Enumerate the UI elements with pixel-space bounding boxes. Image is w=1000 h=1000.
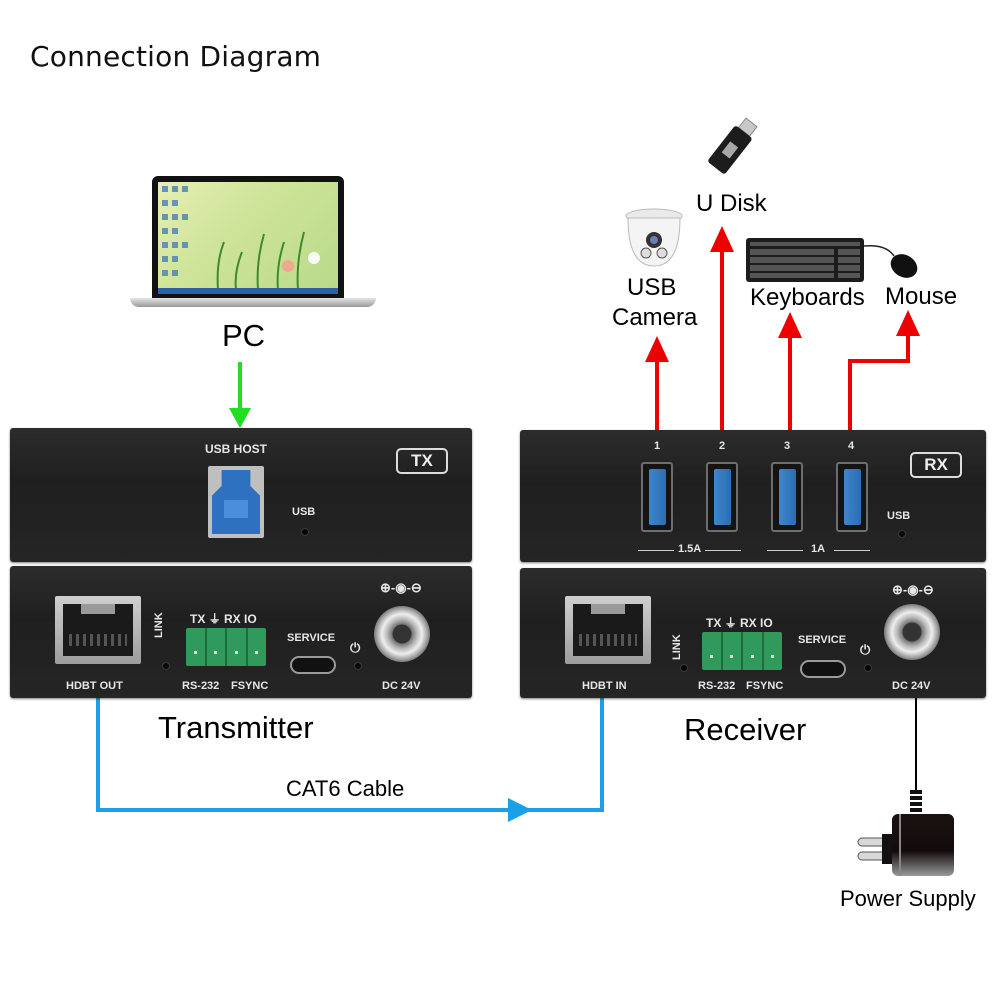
port-4-number: 4 xyxy=(848,440,855,452)
rx-link-label: LINK xyxy=(671,634,683,660)
tx-power-icon: ⏻ xyxy=(350,640,361,655)
tx-link-led xyxy=(162,662,170,670)
rx-top-panel: 1 2 3 4 1.5A 1A USB RX xyxy=(520,430,986,562)
rx-polarity-icon: ⊕-◉-⊖ xyxy=(892,582,934,597)
receiver-label: Receiver xyxy=(684,712,807,747)
port-1-number: 1 xyxy=(654,440,661,452)
hdbt-out-port[interactable] xyxy=(55,596,141,664)
hdbt-out-label: HDBT OUT xyxy=(66,680,123,692)
cable-label: CAT6 Cable xyxy=(286,776,405,801)
host-link-arrowhead xyxy=(229,408,251,428)
rx-dc-label: DC 24V xyxy=(892,680,931,692)
hdbt-in-port[interactable] xyxy=(565,596,651,664)
tx-usb-led xyxy=(301,528,309,536)
usb-host-label: USB HOST xyxy=(205,442,268,456)
udisk-label: U Disk xyxy=(696,190,767,217)
rx-rs232-label: RS-232 xyxy=(698,680,736,692)
tx-power-led xyxy=(354,662,362,670)
tx-dc-jack[interactable] xyxy=(374,606,430,662)
port-3-number: 3 xyxy=(784,440,791,452)
current-group-2-line-right xyxy=(834,550,870,551)
power-supply-icon xyxy=(857,790,954,876)
camera-icon xyxy=(625,208,683,267)
usb-a-port-3[interactable] xyxy=(771,462,803,532)
tx-top-panel: USB HOST USB TX xyxy=(10,428,472,562)
tx-badge: TX xyxy=(396,448,448,474)
rx-usb-led xyxy=(898,530,906,538)
port-2-number: 2 xyxy=(719,440,726,452)
rx-fsync-label: FSYNC xyxy=(746,680,784,692)
rx-power-led xyxy=(864,664,872,672)
rx-terminal-block[interactable] xyxy=(702,632,782,670)
rx-service-label: SERVICE xyxy=(798,634,847,646)
rx-usb-led-label: USB xyxy=(887,510,911,522)
rx-power-icon: ⏻ xyxy=(860,642,871,657)
usb-b-port[interactable] xyxy=(208,466,264,538)
tx-dc-label: DC 24V xyxy=(382,680,421,692)
camera-label-line1: USB xyxy=(627,274,677,301)
keyboard-icon xyxy=(746,238,918,282)
pc-label: PC xyxy=(222,318,266,353)
usb-link-4-arrowhead xyxy=(896,310,920,336)
rx-badge: RX xyxy=(910,452,962,478)
rx-dc-jack[interactable] xyxy=(884,604,940,660)
usb-a-port-4[interactable] xyxy=(836,462,868,532)
rx-terminal-top-label: TX ⏚ RX IO xyxy=(706,616,773,630)
tx-rs232-label: RS-232 xyxy=(182,680,220,692)
rx-rear-panel: HDBT IN LINK TX ⏚ RX IO RS-232 FSYNC SER… xyxy=(520,568,986,698)
cat6-cable-line xyxy=(96,698,604,812)
laptop-icon xyxy=(152,176,344,298)
rx-link-led xyxy=(680,664,688,672)
keyboard-label: Keyboards xyxy=(750,284,865,311)
current-group-2-label: 1A xyxy=(811,543,826,555)
current-group-1-line-right xyxy=(705,550,741,551)
wallpaper-icon xyxy=(158,186,338,294)
power-supply-label: Power Supply xyxy=(840,886,976,911)
mouse-label: Mouse xyxy=(885,283,958,310)
usb-link-1-arrowhead xyxy=(645,336,669,362)
usb-link-4 xyxy=(848,334,910,434)
tx-polarity-icon: ⊕-◉-⊖ xyxy=(380,580,422,595)
laptop-display xyxy=(158,182,338,294)
page-title: Connection Diagram xyxy=(30,40,322,73)
tx-terminal-block[interactable] xyxy=(186,628,266,666)
camera-label-line2: Camera xyxy=(612,304,698,331)
current-group-1-label: 1.5A xyxy=(678,543,702,555)
rx-service-usb-c-port[interactable] xyxy=(800,660,846,678)
hdbt-in-label: HDBT IN xyxy=(582,680,627,692)
current-group-2-line-left xyxy=(767,550,803,551)
tx-link-label: LINK xyxy=(153,612,165,638)
udisk-icon xyxy=(708,117,758,174)
tx-rear-panel: HDBT OUT LINK TX ⏚ RX IO RS-232 FSYNC SE… xyxy=(10,566,472,698)
tx-usb-led-label: USB xyxy=(292,506,316,518)
laptop-base xyxy=(130,298,376,307)
tx-fsync-label: FSYNC xyxy=(231,680,269,692)
tx-service-usb-c-port[interactable] xyxy=(290,656,336,674)
usb-a-port-2[interactable] xyxy=(706,462,738,532)
tx-service-label: SERVICE xyxy=(287,632,336,644)
current-group-1-line-left xyxy=(638,550,674,551)
usb-a-port-1[interactable] xyxy=(641,462,673,532)
cat6-arrowhead xyxy=(508,798,532,822)
transmitter-label: Transmitter xyxy=(158,710,314,745)
usb-link-3-arrowhead xyxy=(778,312,802,338)
usb-link-2-arrowhead xyxy=(710,226,734,252)
tx-terminal-top-label: TX ⏚ RX IO xyxy=(190,612,257,626)
